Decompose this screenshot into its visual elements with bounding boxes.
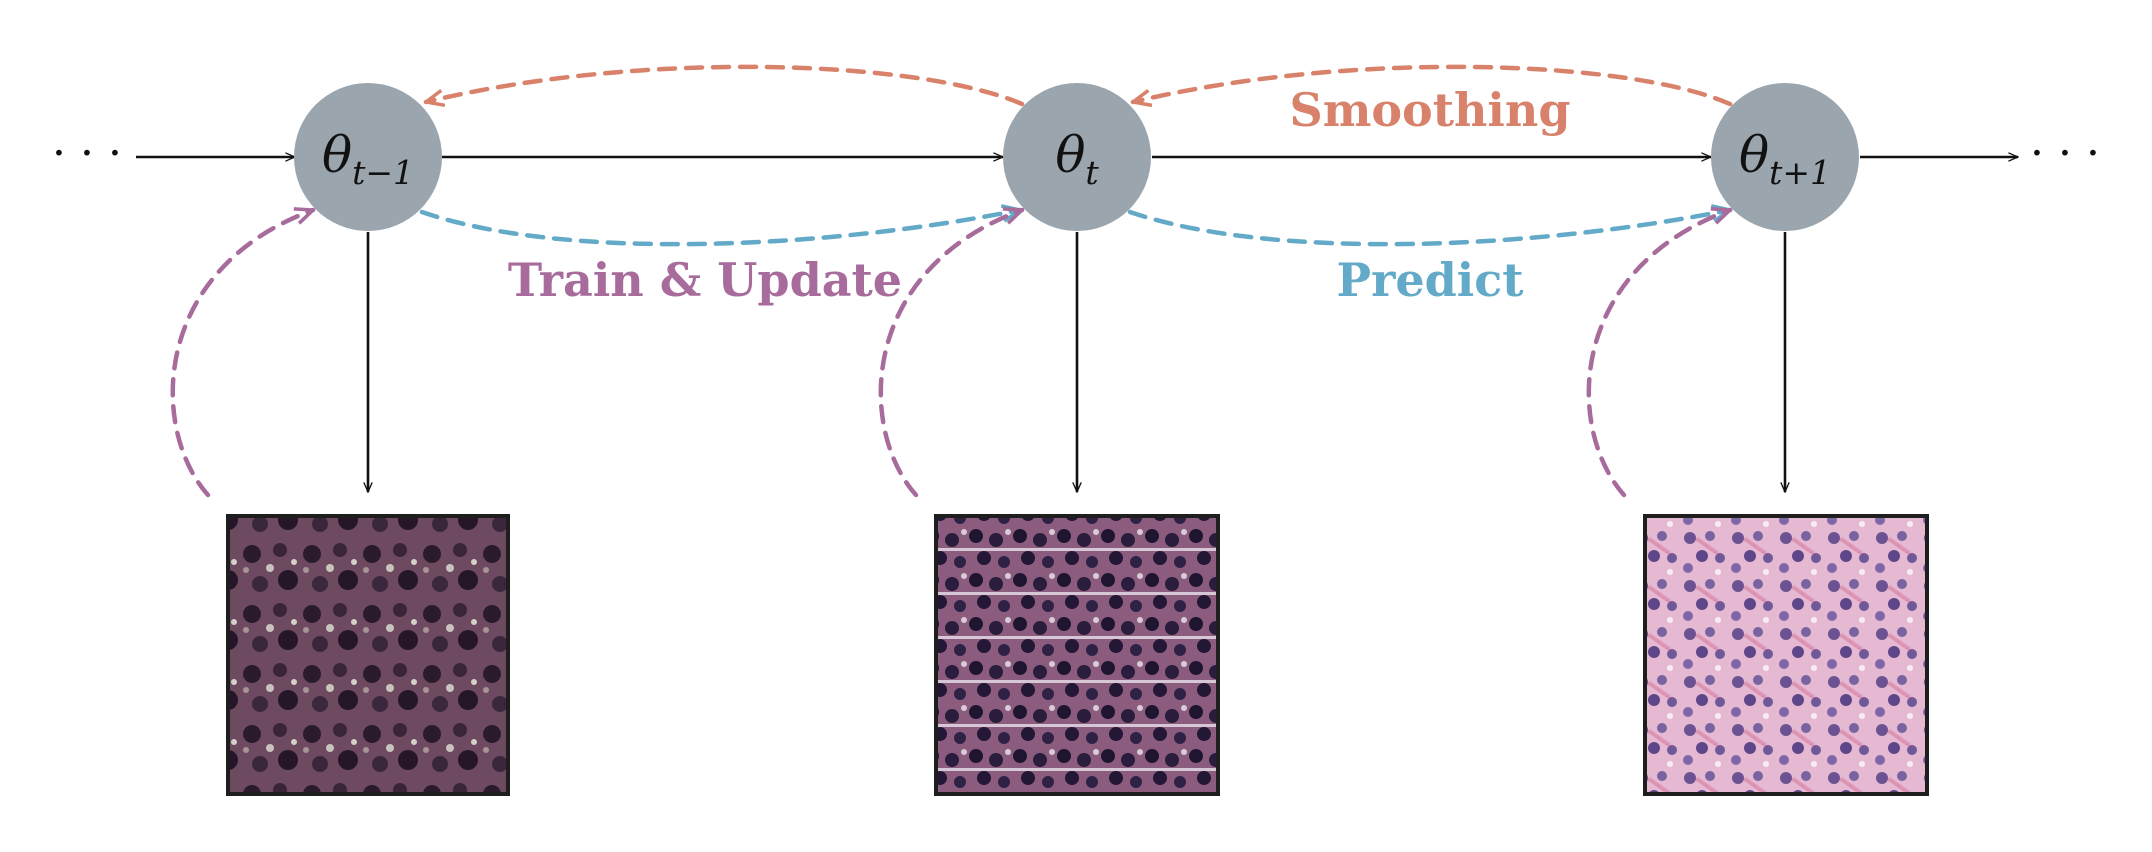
node-subscript: t+1 bbox=[1769, 153, 1831, 192]
train-arrow-3 bbox=[1586, 210, 1730, 498]
predict-arrow-1-2 bbox=[419, 210, 1020, 247]
node-subscript: t bbox=[1085, 153, 1099, 192]
smoothing-label: Smoothing bbox=[1289, 83, 1570, 137]
svg-text:θt: θt bbox=[1055, 126, 1099, 192]
train-arrow-2 bbox=[878, 210, 1022, 498]
train-arrow-1 bbox=[170, 210, 313, 498]
node-theta-t-plus-1: θt+1 bbox=[1711, 83, 1859, 231]
svg-text:θt−1: θt−1 bbox=[322, 126, 414, 192]
predict-arrow-2-3 bbox=[1127, 210, 1730, 247]
smoothing-arrow-3-2 bbox=[1133, 64, 1733, 104]
node-symbol: θ bbox=[1739, 126, 1769, 184]
ellipsis-right: · · · bbox=[2030, 128, 2100, 179]
predict-label: Predict bbox=[1337, 253, 1525, 307]
node-theta-t-minus-1: θt−1 bbox=[294, 83, 442, 231]
histology-image-2 bbox=[934, 514, 1220, 796]
ellipsis-left: · · · bbox=[52, 128, 122, 179]
node-symbol: θ bbox=[322, 126, 352, 184]
node-theta-t: θt bbox=[1003, 83, 1151, 231]
histology-image-3 bbox=[1643, 514, 1929, 796]
smoothing-arrow-2-1 bbox=[426, 64, 1025, 104]
svg-text:θt+1: θt+1 bbox=[1739, 126, 1831, 192]
node-symbol: θ bbox=[1055, 126, 1085, 184]
histology-image-1 bbox=[226, 514, 510, 796]
train-update-label: Train & Update bbox=[508, 253, 902, 307]
node-subscript: t−1 bbox=[352, 153, 414, 192]
